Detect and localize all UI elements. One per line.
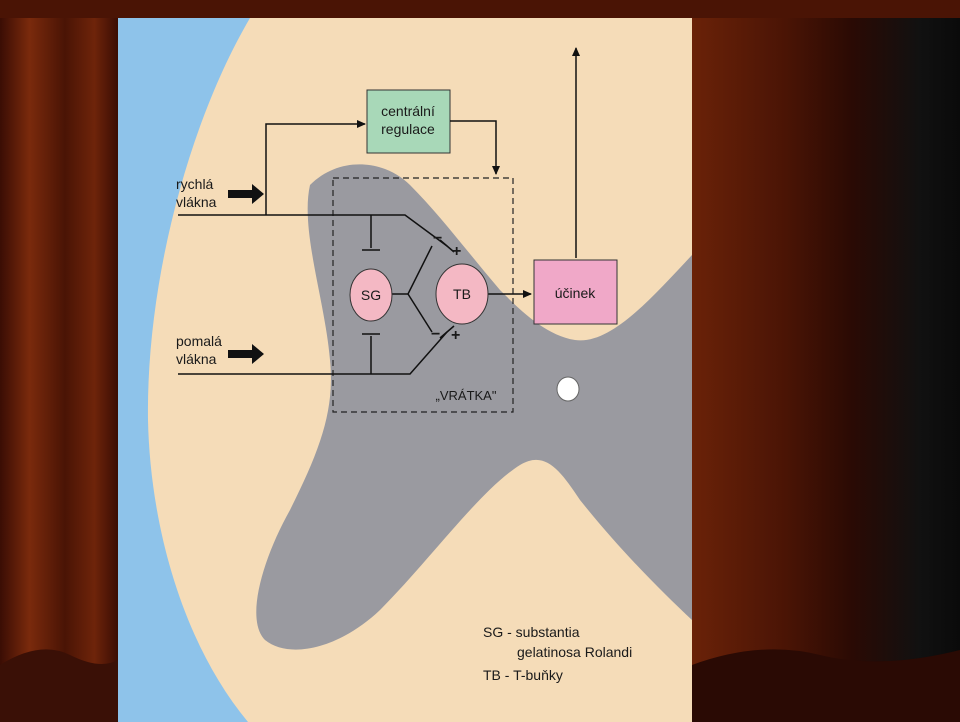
top-plus-sign: + bbox=[452, 243, 461, 260]
fast-fibre bbox=[178, 214, 448, 247]
curtain-top bbox=[0, 0, 960, 18]
top-minus-sign: − bbox=[433, 230, 442, 247]
tb-cell-label: TB bbox=[453, 286, 471, 302]
slow-fibre bbox=[178, 331, 448, 375]
curtain-fold-left bbox=[0, 649, 118, 722]
gate-box bbox=[332, 177, 514, 413]
slow-arrow-icon bbox=[228, 344, 264, 364]
tb-cell bbox=[435, 263, 489, 325]
effect-box bbox=[533, 259, 618, 325]
curtain-fold-right bbox=[692, 649, 960, 722]
slow-fibre-label-line2: vlákna bbox=[176, 351, 217, 367]
line-fast-to-central bbox=[265, 120, 366, 215]
bottom-minus-sign: − bbox=[431, 326, 440, 343]
sg-cell-label: SG bbox=[361, 287, 381, 303]
fast-fibre-label-line2: vlákna bbox=[176, 194, 217, 210]
fast-arrow-icon bbox=[228, 184, 264, 204]
gate-label: „VRÁTKA" bbox=[436, 388, 497, 403]
legend-sg-line2: gelatinosa Rolandi bbox=[517, 644, 632, 660]
legend-sg-line1: SG - substantia bbox=[483, 624, 580, 640]
central-regulation-box bbox=[366, 89, 451, 154]
curtain-left bbox=[0, 0, 118, 722]
effect-label: účinek bbox=[555, 285, 596, 301]
top-synapse-tick bbox=[439, 239, 455, 253]
central-regulation-line1: centrální bbox=[381, 103, 435, 119]
sg-cell bbox=[349, 268, 393, 322]
legend-tb-line: TB - T-buňky bbox=[483, 667, 563, 683]
bottom-synapse-tick bbox=[439, 325, 455, 339]
bottom-plus-sign: + bbox=[451, 327, 460, 344]
sg-to-bottom-synapse bbox=[407, 293, 433, 333]
connection-lines bbox=[178, 47, 580, 375]
input-arrows bbox=[228, 184, 264, 364]
fast-fibre-label-line1: rychlá bbox=[176, 176, 214, 192]
line-central-to-gate bbox=[450, 120, 500, 175]
slow-fibre-label-line1: pomalá bbox=[176, 333, 222, 349]
central-regulation-line2: regulace bbox=[381, 121, 435, 137]
curtain-right bbox=[692, 0, 960, 722]
central-canal bbox=[556, 376, 580, 402]
